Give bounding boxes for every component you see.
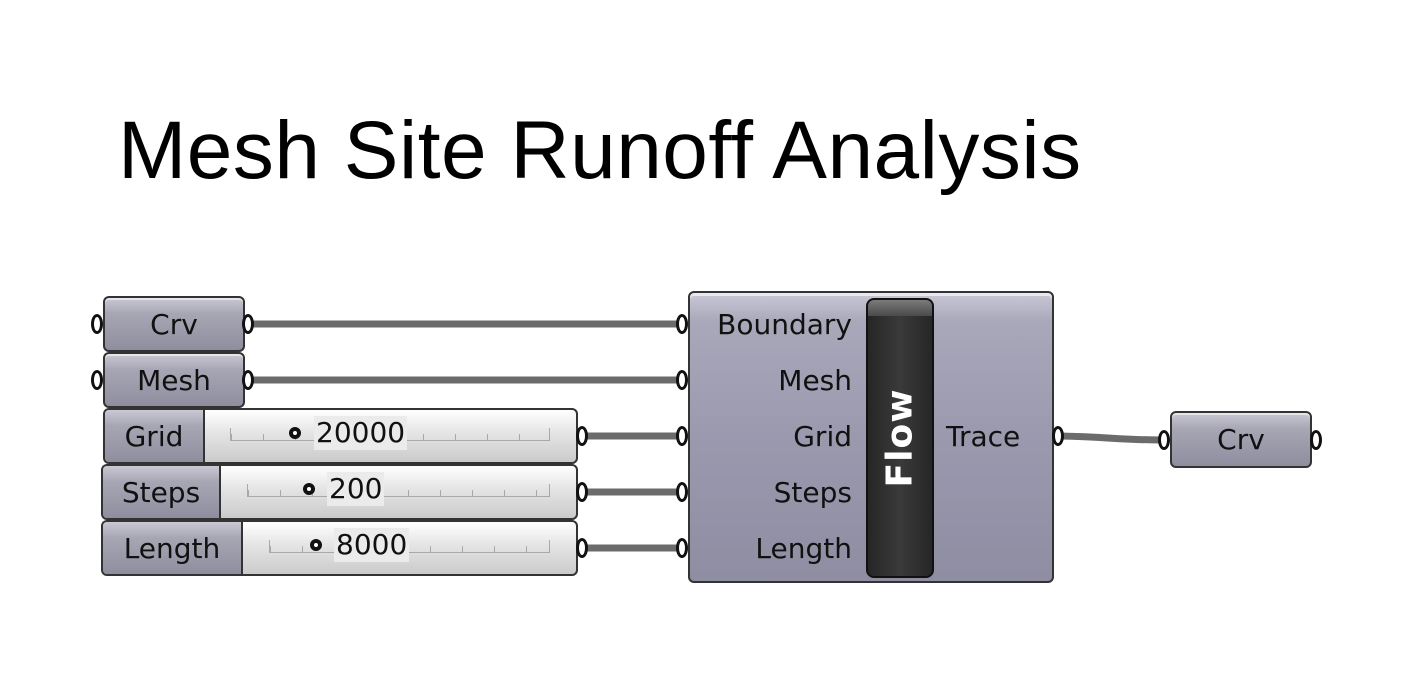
- flow-component[interactable]: Boundary Mesh Grid Steps Length Flow Tra…: [688, 291, 1054, 583]
- output-crv-param-input-port[interactable]: [1158, 430, 1170, 450]
- grid-slider[interactable]: Grid 20000: [103, 408, 578, 464]
- flow-input-port-mesh[interactable]: [676, 370, 688, 390]
- grid-slider-output-port[interactable]: [576, 426, 588, 446]
- output-crv-param[interactable]: Crv: [1170, 411, 1312, 468]
- flow-input-port-grid[interactable]: [676, 426, 688, 446]
- steps-slider-name: Steps: [103, 466, 221, 518]
- mesh-param[interactable]: Mesh: [103, 352, 245, 408]
- input-label-boundary: Boundary: [717, 308, 852, 341]
- flow-input-port-steps[interactable]: [676, 482, 688, 502]
- input-label-mesh: Mesh: [778, 364, 852, 397]
- steps-slider[interactable]: Steps 200: [101, 464, 578, 520]
- input-label-grid: Grid: [793, 420, 852, 453]
- output-crv-param-label: Crv: [1217, 423, 1265, 456]
- canvas-title: Mesh Site Runoff Analysis: [118, 105, 1082, 196]
- length-slider-name: Length: [103, 522, 243, 574]
- crv-param-output-port[interactable]: [242, 314, 254, 334]
- grid-slider-grip[interactable]: [289, 427, 301, 439]
- crv-param-label: Crv: [150, 307, 198, 341]
- output-crv-param-output-port[interactable]: [1310, 430, 1322, 450]
- length-slider-value: 8000: [334, 528, 410, 562]
- input-label-steps: Steps: [773, 476, 852, 509]
- mesh-param-input-port[interactable]: [91, 370, 103, 390]
- grid-slider-name: Grid: [105, 410, 205, 462]
- crv-param[interactable]: Crv: [103, 296, 245, 352]
- wire-trace-crv[interactable]: [1059, 432, 1165, 444]
- grid-slider-value: 20000: [314, 416, 408, 450]
- length-slider-grip[interactable]: [310, 539, 322, 551]
- length-slider[interactable]: Length 8000: [101, 520, 578, 576]
- output-label-trace: Trace: [946, 420, 1021, 453]
- steps-slider-output-port[interactable]: [576, 482, 588, 502]
- flow-input-port-boundary[interactable]: [676, 314, 688, 334]
- steps-slider-grip[interactable]: [303, 483, 315, 495]
- length-slider-output-port[interactable]: [576, 538, 588, 558]
- flow-input-port-length[interactable]: [676, 538, 688, 558]
- steps-slider-value: 200: [327, 472, 385, 506]
- mesh-param-label: Mesh: [137, 363, 211, 397]
- mesh-param-output-port[interactable]: [242, 370, 254, 390]
- flow-component-nickname: Flow: [879, 388, 921, 488]
- input-label-length: Length: [755, 532, 852, 565]
- steps-slider-track[interactable]: [247, 484, 550, 497]
- crv-param-input-port[interactable]: [91, 314, 103, 334]
- flow-component-core[interactable]: Flow: [866, 298, 934, 578]
- flow-output-port-trace[interactable]: [1052, 426, 1064, 446]
